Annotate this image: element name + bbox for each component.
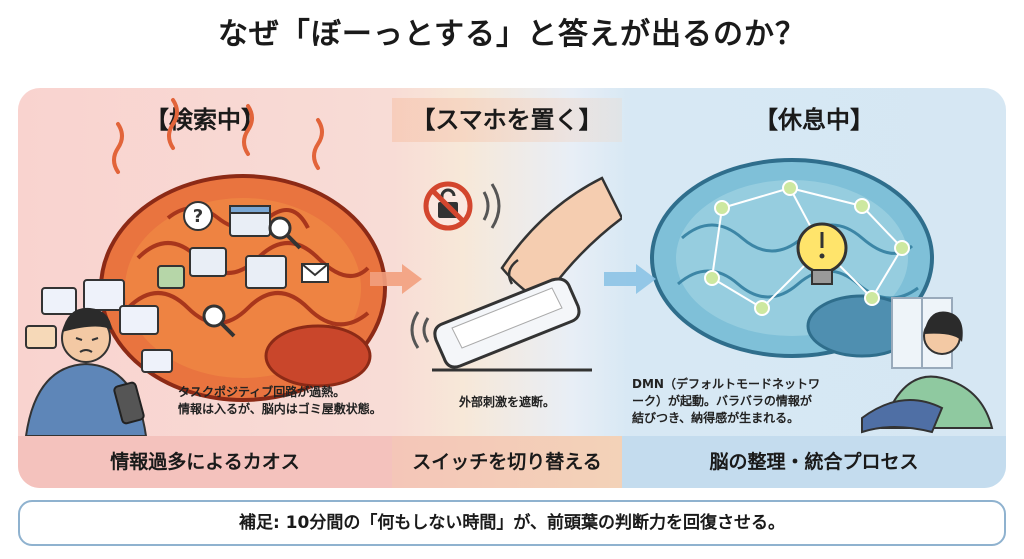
page-title: なぜ「ぼーっとする」と答えが出るのか？: [217, 17, 807, 52]
panel-searching: 【検索中】 ?: [18, 88, 392, 488]
browser-window-icon: [157, 205, 287, 289]
hot-brain-illustration: ?: [24, 98, 387, 436]
smartphone-icon: [433, 277, 581, 369]
hand-icon: [500, 176, 622, 295]
panel-caption: 外部刺激を遮断。: [458, 395, 555, 409]
svg-text:?: ?: [193, 206, 203, 227]
phone-down-illustration: [410, 176, 622, 372]
network-node-icon: [704, 180, 910, 316]
magnifier-icon: [202, 216, 302, 338]
three-step-panels: 【検索中】 ?: [18, 88, 1006, 488]
chat-bubble-icon: [25, 279, 173, 373]
panel-caption: タスクポジティブ回路が過熱。 情報は入るが、脳内はゴミ屋敷状態。: [178, 385, 382, 416]
calm-brain-illustration: [650, 158, 994, 434]
smartphone-icon: [113, 381, 145, 425]
supplement-note: 補足: 10分間の「何もしない時間」が、前頭葉の判断力を回復させる。: [18, 500, 1006, 546]
question-mark-icon: ?: [183, 201, 213, 231]
panel-heading: 【休息中】: [754, 106, 874, 134]
panel-heading: 【検索中】: [145, 106, 265, 134]
vibration-icon: [410, 311, 430, 349]
panel-heading: 【スマホを置く】: [392, 98, 622, 142]
no-notification-icon: [423, 181, 501, 231]
resting-woman-icon: [861, 311, 994, 434]
envelope-icon: [301, 263, 329, 283]
lightbulb-icon: [796, 222, 848, 285]
panel-caption: DMN（デフォルトモードネットワ ーク）が起動。バラバラの情報が 結びつき、納得…: [632, 377, 820, 425]
arrow-right-icon: [370, 264, 422, 294]
panel-footer: 情報過多によるカオス: [18, 436, 392, 488]
panel-put-phone-down: 【スマホを置く】: [392, 88, 622, 488]
heat-wave-icon: [112, 98, 324, 174]
panel-footer: スイッチを切り替える: [392, 436, 622, 488]
panel-resting: 【休息中】: [622, 88, 1006, 488]
arrow-right-icon: [604, 264, 656, 294]
panel-footer: 脳の整理・統合プロセス: [622, 436, 1006, 488]
